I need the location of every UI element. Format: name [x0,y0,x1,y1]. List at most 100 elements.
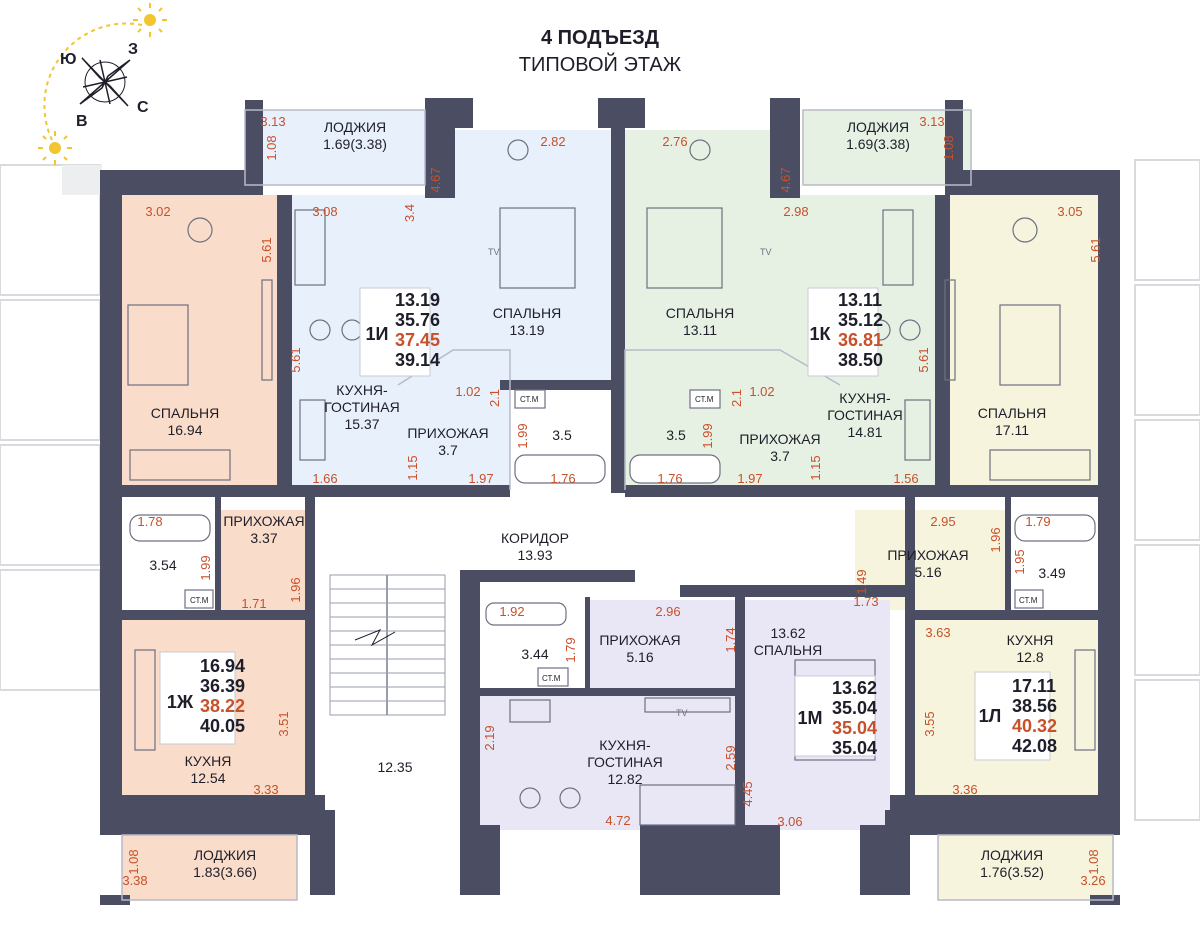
room-label-bed-left: 16.94 [167,422,202,438]
dimension-label: 3.36 [952,782,977,797]
dimension-label: 1.97 [737,471,762,486]
apartment-area-value: 38.50 [838,350,883,370]
tv-labels: TV TV TV [488,247,772,718]
apartment-area-value: 36.39 [200,676,245,696]
room-label-kitchen-1k: ГОСТИНАЯ [827,407,903,423]
room-label-bed-right: 17.11 [995,422,1029,438]
floor-subtitle: ТИПОВОЙ ЭТАЖ [518,54,682,76]
room-label-corridor: 13.93 [517,547,552,563]
room-label-bath-1k: 3.5 [666,427,686,443]
room-label-corridor: КОРИДОР [501,530,569,546]
room-label-balcony-tr: ЛОДЖИЯ [847,119,909,135]
dimension-label: 1.15 [808,455,823,480]
room-label-kitchen-1i: КУХНЯ- [336,382,388,398]
room-label-balcony-bl: ЛОДЖИЯ [194,847,256,863]
apartment-code: 1К [810,324,832,344]
wc-label: СТ.М [542,674,561,683]
dimension-label: 5.61 [259,237,274,262]
apartment-area-value: 35.04 [832,698,877,718]
apartment-area-value: 35.04 [832,738,877,758]
dimension-label: 2.1 [487,389,502,407]
room-label-kitchen-1zh: КУХНЯ [185,753,232,769]
room-label-kitchen-1k: 14.81 [847,424,882,440]
apartment-area-value: 35.04 [832,718,877,738]
furniture [127,139,1096,826]
room-label-hall-1i: 3.7 [438,442,458,458]
dimension-label: 2.19 [482,725,497,750]
compass-label-north: С [137,99,149,116]
apartment-code: 1М [797,708,822,728]
apartment-code: 1Ж [167,692,194,712]
tv-label: TV [760,247,772,257]
dimension-label: 1.56 [893,471,918,486]
dimension-label: 3.02 [145,204,170,219]
room-label-balcony-bl: 1.83(3.66) [193,864,257,880]
room-label-kitchen-1i: 15.37 [344,416,379,432]
dimension-label: 3.05 [1057,204,1082,219]
staircase [329,574,446,716]
tv-label: TV [488,247,500,257]
dimension-label: 1.02 [749,384,774,399]
room-label-hall-1m: 5.16 [626,649,653,665]
apartment-code: 1Л [979,706,1002,726]
dimension-label: 1.08 [1086,849,1101,874]
room-label-hall-1zh: 3.37 [250,530,277,546]
room-label-kitchen-1m: ГОСТИНАЯ [587,754,663,770]
dimension-label: 3.08 [312,204,337,219]
dimension-label: 1.97 [468,471,493,486]
room-label-stair: 12.35 [377,759,412,775]
compass-rose-icon [79,57,131,107]
apartment-area-value: 42.08 [1012,736,1057,756]
entrance-title: 4 ПОДЪЕЗД [540,27,660,49]
sun-icon [133,3,167,37]
apartment-area-boxes [159,287,1051,761]
apartment-area-value: 37.45 [395,330,440,350]
dimension-label: 1.08 [264,135,279,160]
dimension-label: 1.79 [1025,514,1050,529]
room-label-hall-1k: ПРИХОЖАЯ [739,431,820,447]
apartment-area-value: 13.11 [838,290,882,310]
dimension-label: 2.96 [655,604,680,619]
apartment-area-value: 16.94 [200,656,245,676]
dimension-label: 1.79 [563,637,578,662]
wc-label: СТ.М [695,395,714,404]
dimension-label: 1.15 [405,455,420,480]
dimension-label: 2.1 [729,389,744,407]
room-labels: ЛОДЖИЯ1.69(3.38)СПАЛЬНЯ13.19СПАЛЬНЯ13.11… [149,119,1065,880]
dimension-label: 1.96 [288,577,303,602]
dimension-label: 1.02 [455,384,480,399]
dimension-label: 4.72 [605,813,630,828]
apartment-area-value: 35.76 [395,310,440,330]
apartment-1zh-fill [122,510,308,900]
dimension-label: 5.61 [288,347,303,372]
dimension-label: 2.98 [783,204,808,219]
dimension-label: 3.55 [922,711,937,736]
dimension-label: 3.38 [122,873,147,888]
tv-label: TV [676,708,688,718]
walls [100,98,1120,905]
compass-label-south: Ю [60,51,77,68]
apartment-area-value: 40.32 [1012,716,1057,736]
room-label-bed-left: СПАЛЬНЯ [151,405,219,421]
dimension-label: 1.73 [853,594,878,609]
room-label-bath-1zh: 3.54 [149,557,176,573]
apartment-left-bedroom-fill [122,195,277,485]
dimension-label: 1.99 [198,555,213,580]
dimension-label: 3.13 [919,114,944,129]
room-label-balcony-tr: 1.69(3.38) [846,136,910,152]
apartment-area-value: 38.56 [1012,696,1057,716]
wc-label: СТ.М [520,395,539,404]
room-label-kitchen-1l: 12.8 [1016,649,1043,665]
room-label-hall-1m: ПРИХОЖАЯ [599,632,680,648]
compass-label-west: З [128,41,138,58]
dimension-label: 1.76 [657,471,682,486]
bath-fixtures [129,389,1096,687]
apartment-area-value: 40.05 [200,716,245,736]
dimension-label: 1.99 [700,423,715,448]
dimension-label: 2.82 [540,134,565,149]
dimension-label: 3.4 [402,204,417,222]
wc-labels: СТ.М СТ.М СТ.М СТ.М СТ.М [190,395,1038,683]
apartment-labels: 1И13.1935.7637.4539.141К13.1135.1236.813… [167,290,1057,758]
